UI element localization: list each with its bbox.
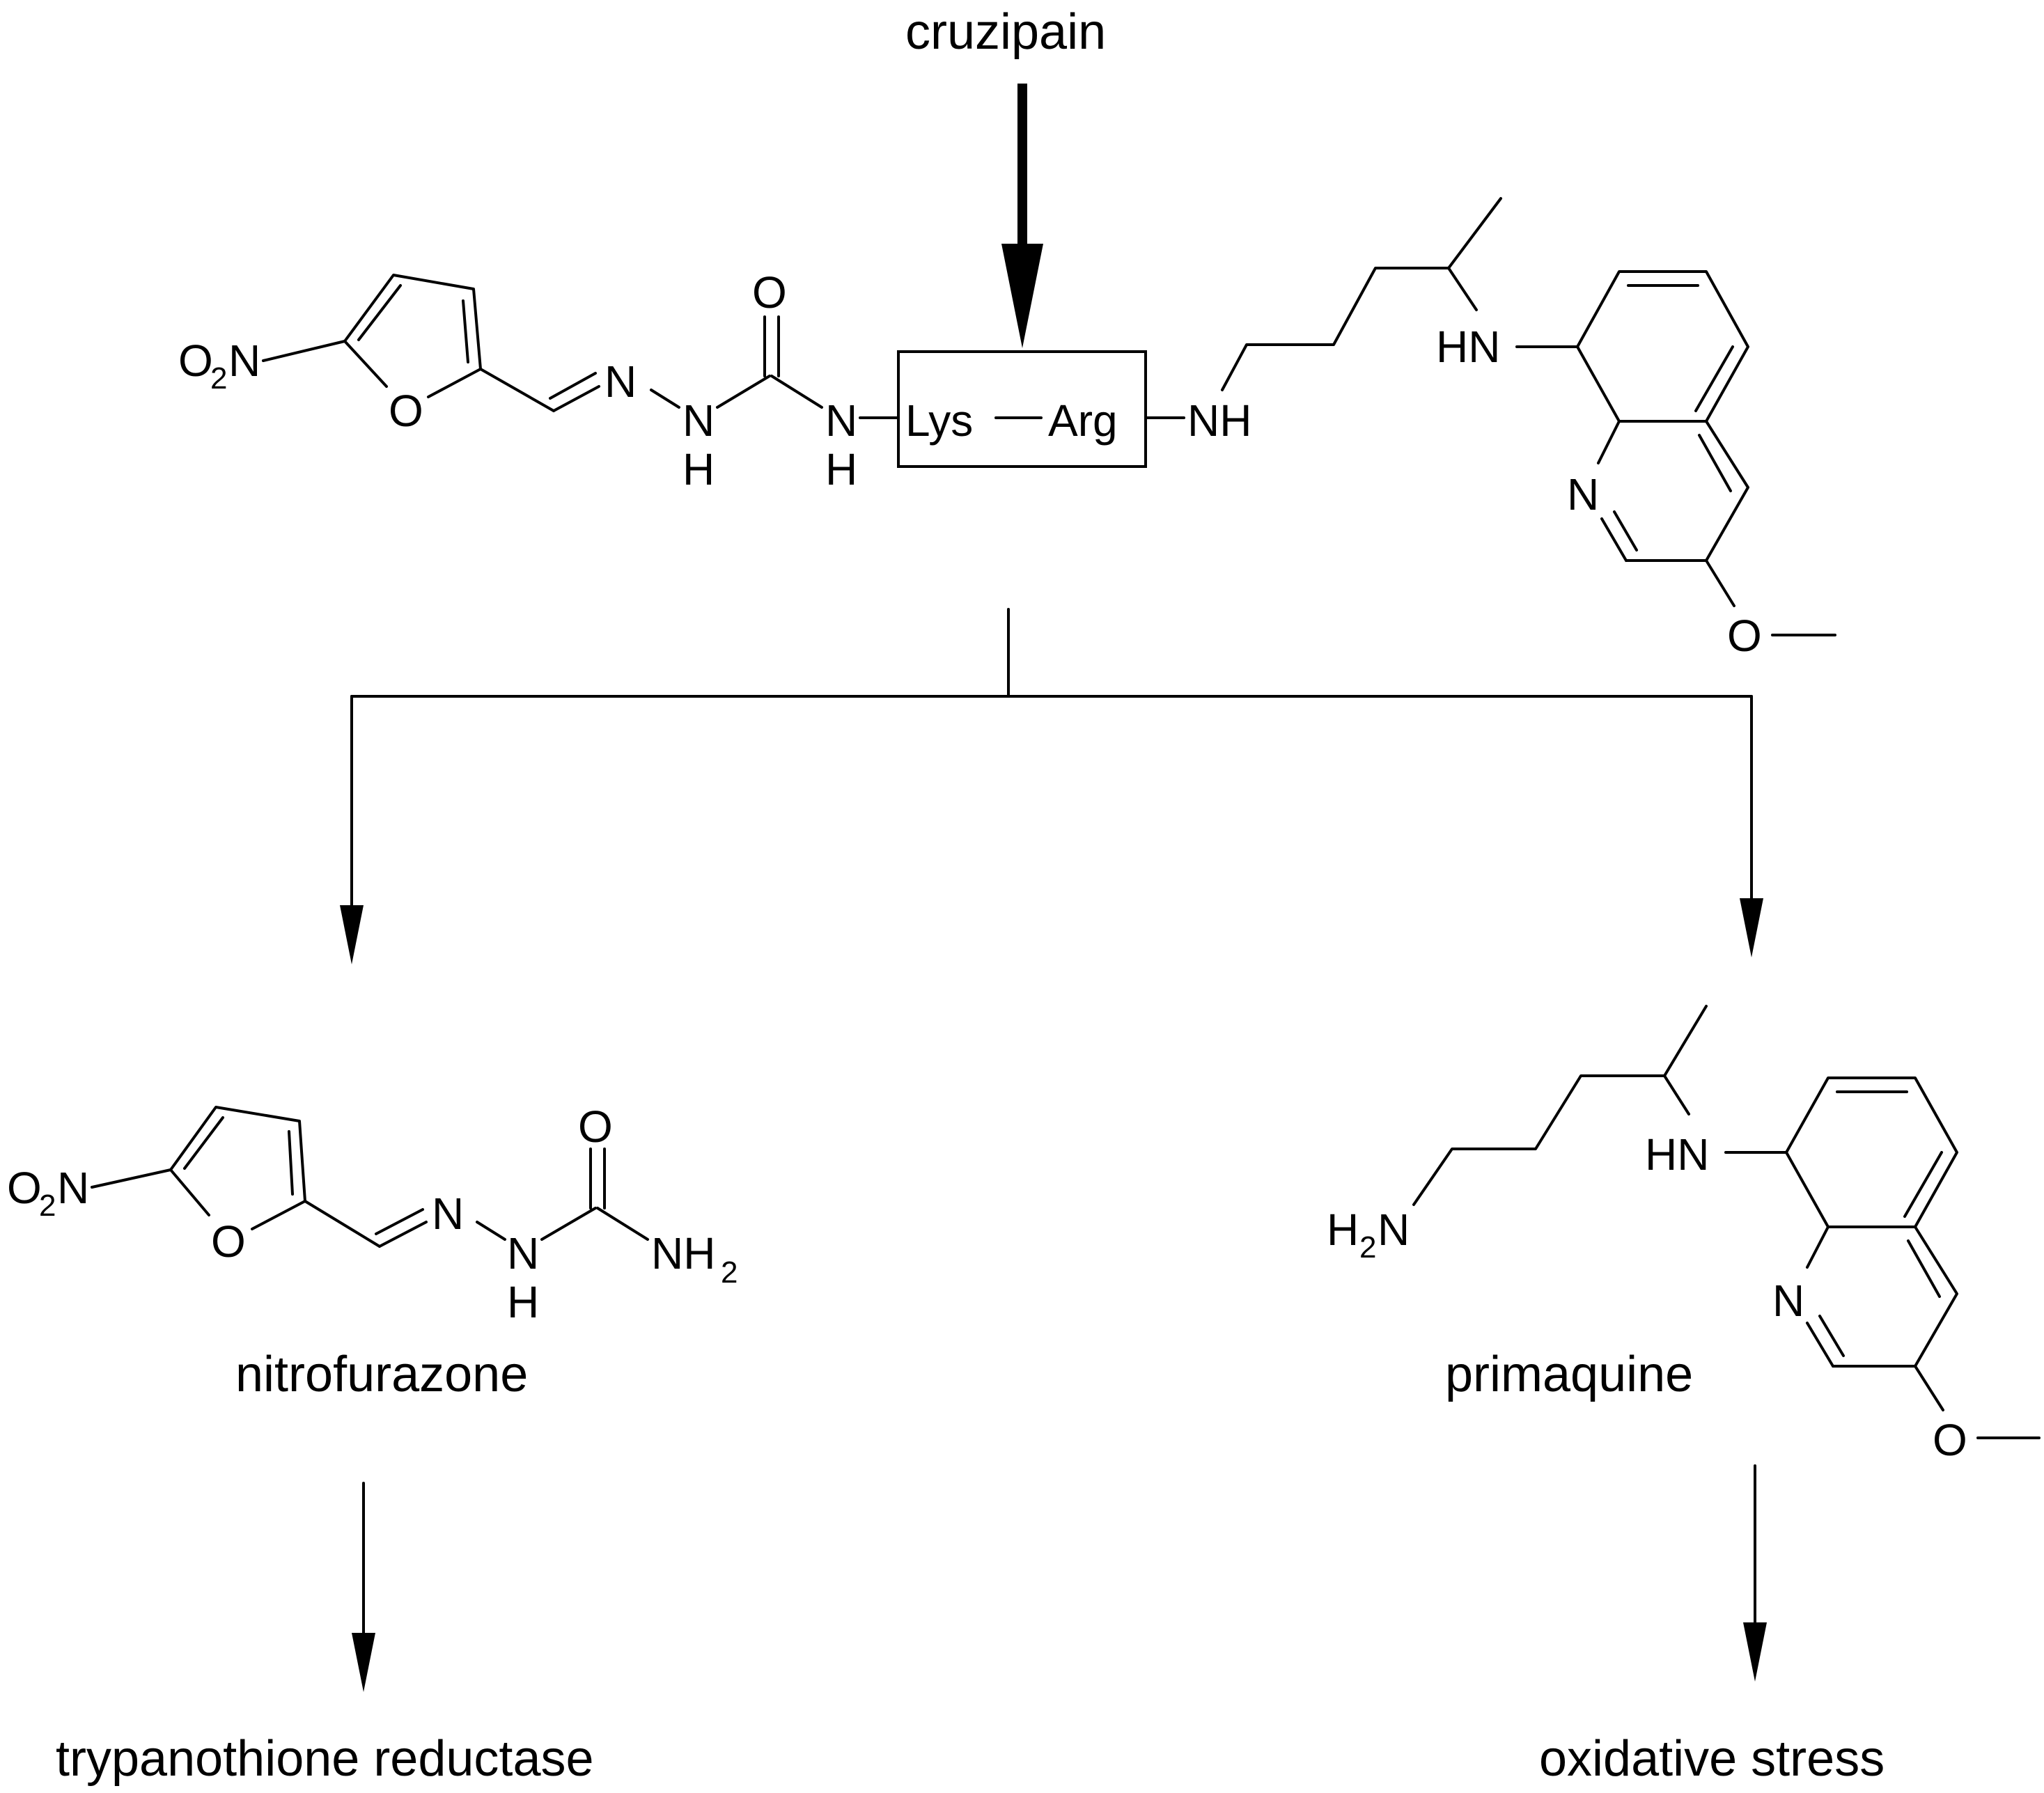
arrow-head-right-lower (1743, 1622, 1767, 1682)
aromatic-bond (1694, 345, 1734, 412)
amine-n: N (1378, 1205, 1410, 1255)
hn-label: HN (1645, 1129, 1709, 1180)
quinoline-n: N (1567, 469, 1599, 519)
alkyl-chain (1412, 1005, 1708, 1206)
bond (770, 375, 823, 409)
amine-nh: NH (1187, 396, 1251, 446)
quinoline-pyridine-ring (1832, 1226, 1958, 1368)
target-right-label: oxidative stress (1539, 1731, 1885, 1787)
quinoline-benzo-ring (1785, 1076, 1958, 1228)
bond (1806, 1226, 1830, 1269)
bond (343, 340, 388, 388)
arg-label: Arg (1048, 396, 1118, 446)
alkyl-chain (1221, 197, 1502, 391)
nitro-o: O (7, 1163, 42, 1213)
quinoline-benzo-ring (1576, 270, 1749, 423)
bond (650, 389, 680, 409)
branch-arrows (340, 608, 1763, 964)
hydrazide-n: N (507, 1228, 539, 1278)
hydrazide-h: H (507, 1277, 539, 1327)
nitrofurazone-label: nitrofurazone (235, 1347, 528, 1402)
furan-ring (169, 1106, 306, 1203)
aromatic-bond (1903, 1151, 1943, 1218)
hydrazide-h: H (682, 444, 715, 494)
amine-subscript: 2 (1359, 1230, 1376, 1265)
double-bond (1907, 1239, 1941, 1298)
nitro-n: N (228, 336, 260, 386)
bond (378, 1221, 428, 1248)
bond (169, 1168, 210, 1216)
bond (1914, 1365, 1944, 1411)
methoxy-o: O (1727, 611, 1762, 661)
nitro-subscript: 2 (39, 1189, 56, 1223)
double-bond (375, 1208, 424, 1235)
bond (251, 1200, 306, 1230)
bond (716, 375, 771, 409)
bond (304, 1200, 381, 1248)
arrow-head-right (1740, 898, 1763, 957)
double-bond (549, 372, 597, 400)
furan-double-bond (183, 1116, 224, 1170)
dipeptide-box (897, 350, 1147, 468)
amide-h: H (825, 444, 857, 494)
cleavage-arrow-head (1001, 244, 1043, 348)
enzyme-label: cruzipain (905, 4, 1106, 60)
amide-nh: NH (651, 1228, 715, 1278)
methoxy-o: O (1933, 1415, 1967, 1465)
imine-n: N (432, 1189, 464, 1239)
double-bond (1698, 434, 1732, 492)
furan-oxygen: O (211, 1216, 246, 1267)
primaquine-label: primaquine (1445, 1347, 1693, 1402)
amine-h: H (1327, 1205, 1359, 1255)
bond (1806, 1322, 1834, 1368)
furan-double-bond (462, 299, 469, 363)
arrow-head-left-lower (352, 1633, 375, 1692)
double-bond (1818, 1315, 1845, 1357)
bond (540, 1207, 597, 1241)
furan-double-bond (288, 1130, 294, 1196)
furan-double-bond (357, 284, 402, 341)
furan-ring (343, 274, 482, 370)
target-left-label: trypanothione reductase (56, 1731, 594, 1787)
nitrofurazone-structure: O 2 N O N N H O NH 2 (7, 1102, 738, 1327)
primaquine-structure: H 2 N HN N O (1327, 1005, 2041, 1465)
bond (1705, 559, 1735, 607)
carbonyl-o: O (578, 1102, 613, 1152)
nitro-n: N (57, 1163, 89, 1213)
bond (91, 1168, 172, 1189)
bond (1600, 517, 1628, 562)
amide-n: N (825, 396, 857, 446)
carbonyl-o: O (752, 267, 787, 318)
furan-oxygen: O (389, 386, 423, 436)
arrow-head-left (340, 905, 364, 964)
hn-label: HN (1436, 322, 1500, 372)
bond (1663, 1074, 1690, 1115)
quinoline-pyridine-ring (1625, 420, 1749, 562)
imine-n: N (604, 357, 637, 407)
lys-label: Lys (905, 396, 973, 446)
amide-subscript: 2 (721, 1255, 738, 1290)
double-bond (1613, 510, 1638, 551)
bond (262, 340, 346, 362)
bond (479, 368, 555, 412)
nitro-o: O (178, 336, 213, 386)
bond (596, 1207, 649, 1241)
prodrug-structure: O 2 N O N N H O N H Lys Arg NH (178, 197, 1836, 661)
bond (427, 368, 482, 398)
bond (476, 1221, 506, 1241)
bond (1447, 267, 1478, 311)
bond (552, 385, 600, 412)
bond (1597, 420, 1621, 464)
quinoline-n: N (1772, 1276, 1804, 1326)
hydrazide-n: N (682, 396, 715, 446)
nitro-subscript: 2 (210, 361, 227, 396)
